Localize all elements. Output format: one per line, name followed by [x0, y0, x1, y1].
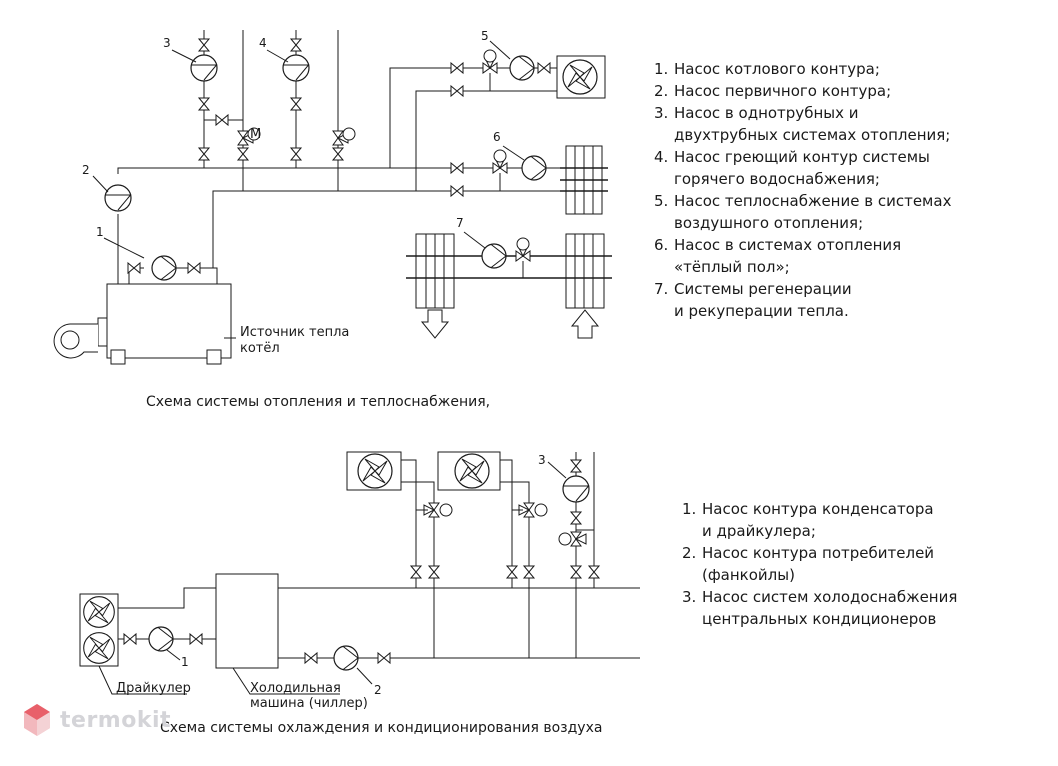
- cooling-schematic: [79, 451, 640, 695]
- valve-icon: [290, 38, 302, 52]
- boiler-body: [106, 283, 232, 359]
- legend-item: 2.Насос первичного контура;: [654, 82, 892, 100]
- logo-text: termokit: [60, 707, 172, 733]
- heating-schematic: [53, 30, 612, 365]
- pump-number-3: 3: [538, 453, 546, 467]
- legend-item: 4.Насос греющий контур системы горячего …: [654, 148, 930, 188]
- heating-caption: Схема системы отопления и теплоснабжения…: [146, 394, 491, 410]
- pump-number-7: 7: [456, 216, 464, 230]
- heat-source-label: Источник тепла: [240, 325, 349, 340]
- supply-arrow: [570, 309, 600, 339]
- pump-3-icon: [190, 54, 218, 82]
- pump-4-icon: [282, 54, 310, 82]
- drycooler-label: Драйкулер: [116, 681, 191, 696]
- fan-icon: [83, 596, 115, 628]
- pump-number-3: 3: [163, 36, 171, 50]
- valve-icon: [450, 62, 464, 74]
- pump-number-4: 4: [259, 36, 267, 50]
- boiler-burner-flange: [97, 317, 108, 347]
- three-way-valve-icon: [570, 531, 587, 547]
- pump-2-icon: [333, 645, 359, 671]
- pump-3-icon: [562, 475, 590, 503]
- cooling-legend: 1.Насос контура конденсатора и драйкулер…: [682, 498, 957, 630]
- legend-item: 1.Насос котлового контура;: [654, 60, 880, 78]
- fan-icon: [562, 59, 598, 95]
- legend-item: 6.Насос в системах отопления «тёплый пол…: [654, 236, 902, 276]
- pump-number-6: 6: [493, 130, 501, 144]
- valve-icon: [410, 565, 422, 579]
- valve-icon: [377, 652, 391, 664]
- valve-icon: [570, 565, 582, 579]
- valve-icon: [450, 185, 464, 197]
- pump-number-2: 2: [82, 163, 90, 177]
- valve-icon: [428, 565, 440, 579]
- valve-icon: [588, 565, 600, 579]
- valve-icon: [570, 459, 582, 473]
- motor-label: M: [250, 127, 261, 142]
- boiler-foot-left: [110, 349, 126, 365]
- cooling-caption: Схема системы охлаждения и кондициониров…: [160, 720, 603, 736]
- brand-logo: termokit: [22, 702, 171, 738]
- valve-icon: [198, 38, 210, 52]
- pump-7-icon: [481, 243, 507, 269]
- valve-icon: [127, 262, 141, 274]
- valve-icon: [570, 511, 582, 525]
- pump-2-icon: [104, 184, 132, 212]
- pump-1-icon: [151, 255, 177, 281]
- boiler-burner-fan: [60, 330, 80, 350]
- heating-labels: 1 2 3 4 5 6 7 Источник тепла котёл M: [82, 29, 501, 356]
- pump-1-icon: [148, 626, 174, 652]
- cooling-labels: 1 2 3 Драйкулер Холодильная машина (чилл…: [116, 453, 546, 711]
- legend-item: 3.Насос систем холодоснабжения центральн…: [682, 588, 958, 628]
- boiler-label: котёл: [240, 341, 280, 356]
- valve-icon: [304, 652, 318, 664]
- bypass-valve-icon: [215, 114, 229, 126]
- logo-icon: [24, 704, 50, 736]
- valve-icon: [450, 162, 464, 174]
- fan-icon: [454, 453, 490, 489]
- pump-6-icon: [521, 155, 547, 181]
- heating-legend: 1.Насос котлового контура; 2.Насос перви…: [654, 58, 951, 322]
- valve-icon: [332, 147, 344, 161]
- chiller-label-2: машина (чиллер): [250, 696, 368, 711]
- pump-number-1: 1: [181, 655, 189, 669]
- valve-icon: [537, 62, 551, 74]
- valve-icon: [237, 147, 249, 161]
- valve-icon: [189, 633, 203, 645]
- valve-icon: [198, 97, 210, 111]
- legend-item: 2.Насос контура потребителей (фанкойлы): [682, 544, 935, 584]
- legend-item: 3.Насос в однотрубных и двухтрубных сист…: [654, 104, 951, 144]
- pump-number-1: 1: [96, 225, 104, 239]
- supply-duct: [565, 233, 605, 309]
- valve-icon: [187, 262, 201, 274]
- legend-item: 7.Системы регенерации и рекуперации тепл…: [654, 280, 852, 320]
- valve-icon: [506, 565, 518, 579]
- valve-icon: [523, 565, 535, 579]
- valve-icon: [290, 97, 302, 111]
- boiler-foot-right: [206, 349, 222, 365]
- chiller-label-1: Холодильная: [250, 681, 341, 696]
- valve-icon: [450, 85, 464, 97]
- legend-item: 5.Насос теплоснабжение в системах воздуш…: [654, 192, 952, 232]
- exhaust-arrow: [420, 309, 450, 339]
- pump-5-icon: [509, 55, 535, 81]
- legend-item: 1.Насос контура конденсатора и драйкулер…: [682, 500, 934, 540]
- valve-icon: [123, 633, 137, 645]
- valve-icon: [290, 147, 302, 161]
- fan-icon: [83, 632, 115, 664]
- valve-icon: [198, 147, 210, 161]
- pump-number-5: 5: [481, 29, 489, 43]
- fan-icon: [357, 453, 393, 489]
- pump-number-2: 2: [374, 683, 382, 697]
- chiller-box: [215, 573, 279, 669]
